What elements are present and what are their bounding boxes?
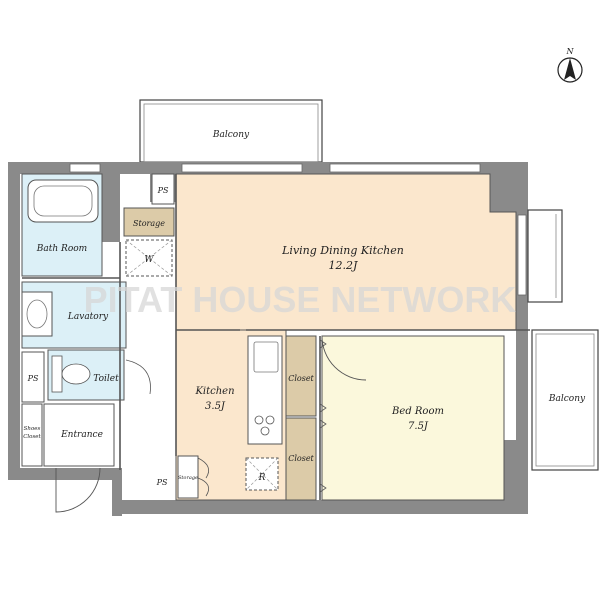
ldk-size: 12.2J	[329, 259, 358, 272]
ps-left-label: PS	[27, 374, 39, 383]
bay-window	[527, 209, 563, 303]
kitchen-size: 3.5J	[205, 401, 226, 412]
partition-walls	[22, 174, 530, 500]
storage-lower	[177, 455, 199, 499]
refrigerator-label: R	[258, 473, 266, 483]
north-arrow-icon	[557, 57, 583, 83]
balcony-top-label: Balcony	[212, 130, 250, 140]
bedroom-door-icon	[321, 335, 367, 381]
entrance-door-icon	[55, 467, 101, 513]
ps-bottom-label: PS	[156, 478, 168, 487]
storage-upper-label: Storage	[133, 219, 165, 228]
bathtub-icon	[27, 179, 99, 223]
closet-lower	[285, 417, 317, 501]
entrance-label: Entrance	[60, 430, 103, 440]
lavatory-label: Lavatory	[67, 312, 109, 322]
kitchen-name: Kitchen	[194, 386, 234, 397]
washbasin-icon	[21, 291, 53, 337]
closet-upper-label: Closet	[288, 374, 314, 383]
closet-door-markers	[319, 339, 327, 493]
kitchen-counter	[247, 335, 283, 445]
refrigerator-space	[245, 457, 279, 491]
bedroom-floor	[321, 335, 505, 501]
closet-upper	[285, 335, 317, 417]
entrance-floor	[43, 403, 115, 467]
storage-upper	[123, 207, 175, 237]
washer-space	[125, 239, 173, 277]
bath-room-label: Bath Room	[36, 244, 87, 254]
shoes-closet-label-2: Closet	[23, 434, 41, 440]
watermark: PITAT HOUSE NETWORK	[84, 279, 517, 320]
shoes-closet-label-1: Shoes	[24, 426, 41, 432]
washer-label: W	[144, 255, 154, 265]
toilet-door-icon	[125, 359, 151, 395]
toilet-label: Toilet	[93, 374, 119, 384]
toilet-icon	[51, 355, 91, 393]
stove-icon	[254, 415, 275, 436]
bedroom-name: Bed Room	[391, 406, 444, 417]
ldk-name: Living Dining Kitchen	[281, 244, 404, 257]
closet-lower-label: Closet	[288, 454, 314, 463]
windows	[69, 163, 527, 296]
balcony-right-label: Balcony	[548, 394, 586, 404]
compass-label: N	[566, 47, 575, 56]
storage-lower-label: Storage	[178, 475, 198, 481]
balcony-right	[531, 329, 599, 471]
ps-left	[21, 351, 45, 403]
storage-door-icon	[197, 457, 210, 497]
ps-top	[151, 173, 175, 205]
bedroom-size: 7.5J	[408, 421, 429, 432]
ps-top-label: PS	[157, 186, 169, 195]
shoes-closet	[21, 403, 43, 467]
